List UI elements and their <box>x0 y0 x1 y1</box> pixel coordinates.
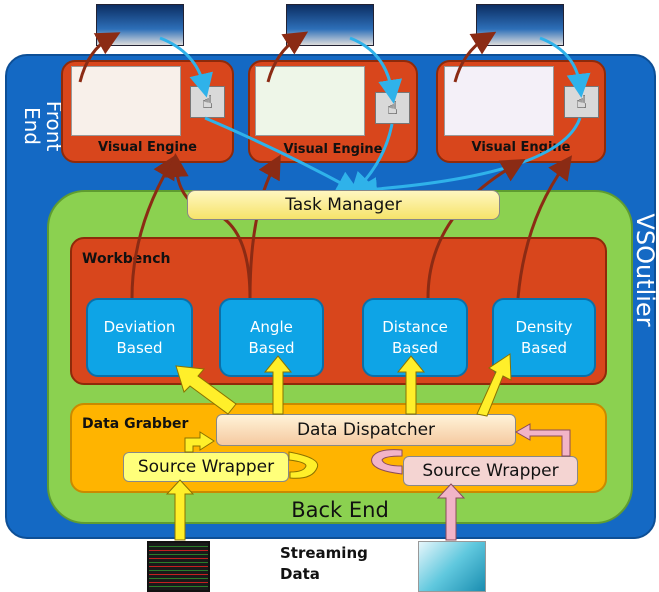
chord-diagram-thumbnail <box>71 66 181 136</box>
visual-engine-1: ☝ Visual Engine <box>61 60 234 163</box>
hand-to-taskmanager-arrow-3 <box>353 117 582 202</box>
deviation-based-box: Deviation Based <box>86 298 193 377</box>
sourcewrapper-to-dispatcher-arrow <box>184 431 215 453</box>
stream-to-sourcewrapper-right-arrow <box>436 483 466 541</box>
media-stream-image <box>418 541 486 592</box>
sourcewrapper-loop-right-arrow <box>371 449 403 475</box>
workbench-label: Workbench <box>82 251 171 267</box>
algo-line1: Density <box>515 317 573 336</box>
stock-ticker-rows <box>149 543 208 590</box>
density-based-box: Density Based <box>492 298 596 377</box>
visual-engine-2: ☝ Visual Engine <box>248 60 418 163</box>
source-wrapper-right: Source Wrapper <box>403 456 578 486</box>
engine-to-user-arrow-3 <box>453 31 497 83</box>
source-wrapper-left: Source Wrapper <box>123 452 289 482</box>
sourcewrapper-loop-left-arrow <box>288 451 319 479</box>
user-photo-3 <box>476 4 564 46</box>
dispatcher-to-distance-arrow <box>396 355 426 415</box>
angle-to-engine-arrow-a <box>164 153 252 299</box>
deviation-to-engine-arrow <box>130 154 177 299</box>
algo-line2: Based <box>520 338 568 357</box>
algo-line1: Distance <box>382 317 448 336</box>
scatter-plot-thumbnail <box>444 66 554 136</box>
stream-to-sourcewrapper-left-arrow <box>165 479 195 541</box>
visual-engine-title: Visual Engine <box>283 142 383 157</box>
algo-line2: Based <box>116 338 163 357</box>
visual-engine-title: Visual Engine <box>97 140 197 155</box>
hand-to-taskmanager-arrow-2 <box>349 123 394 197</box>
engine-to-user-arrow-1 <box>78 32 121 83</box>
user-to-hand-arrow-1 <box>159 36 213 98</box>
data-grabber-label: Data Grabber <box>82 416 189 432</box>
distance-to-engine-arrow <box>426 159 526 299</box>
back-end-label: Back End <box>291 498 389 522</box>
engine-to-user-arrow-2 <box>266 31 309 83</box>
algo-line1: Deviation <box>103 317 176 336</box>
algo-line2: Based <box>248 338 295 357</box>
dispatcher-to-density-arrow <box>476 353 512 417</box>
density-to-engine-arrow <box>516 155 573 299</box>
user-to-hand-arrow-3 <box>539 36 591 98</box>
dispatcher-to-angle-arrow <box>263 355 293 415</box>
streaming-line2: Data <box>280 565 320 583</box>
angle-to-engine-arrow-b <box>248 154 281 299</box>
bar-chart-thumbnail <box>255 66 365 136</box>
streaming-data-label: Streaming Data <box>280 543 380 585</box>
dispatcher-to-deviation-arrow <box>175 365 237 415</box>
sourcewrapper-right-to-dispatcher-arrow <box>514 423 571 457</box>
task-manager-box: Task Manager <box>187 190 500 220</box>
data-dispatcher-box: Data Dispatcher <box>216 414 516 446</box>
streaming-line1: Streaming <box>280 544 368 562</box>
algo-line1: Angle <box>250 317 293 336</box>
user-to-hand-arrow-2 <box>349 36 403 104</box>
hand-to-taskmanager-arrow-1 <box>204 116 361 194</box>
algo-line2: Based <box>391 338 439 357</box>
